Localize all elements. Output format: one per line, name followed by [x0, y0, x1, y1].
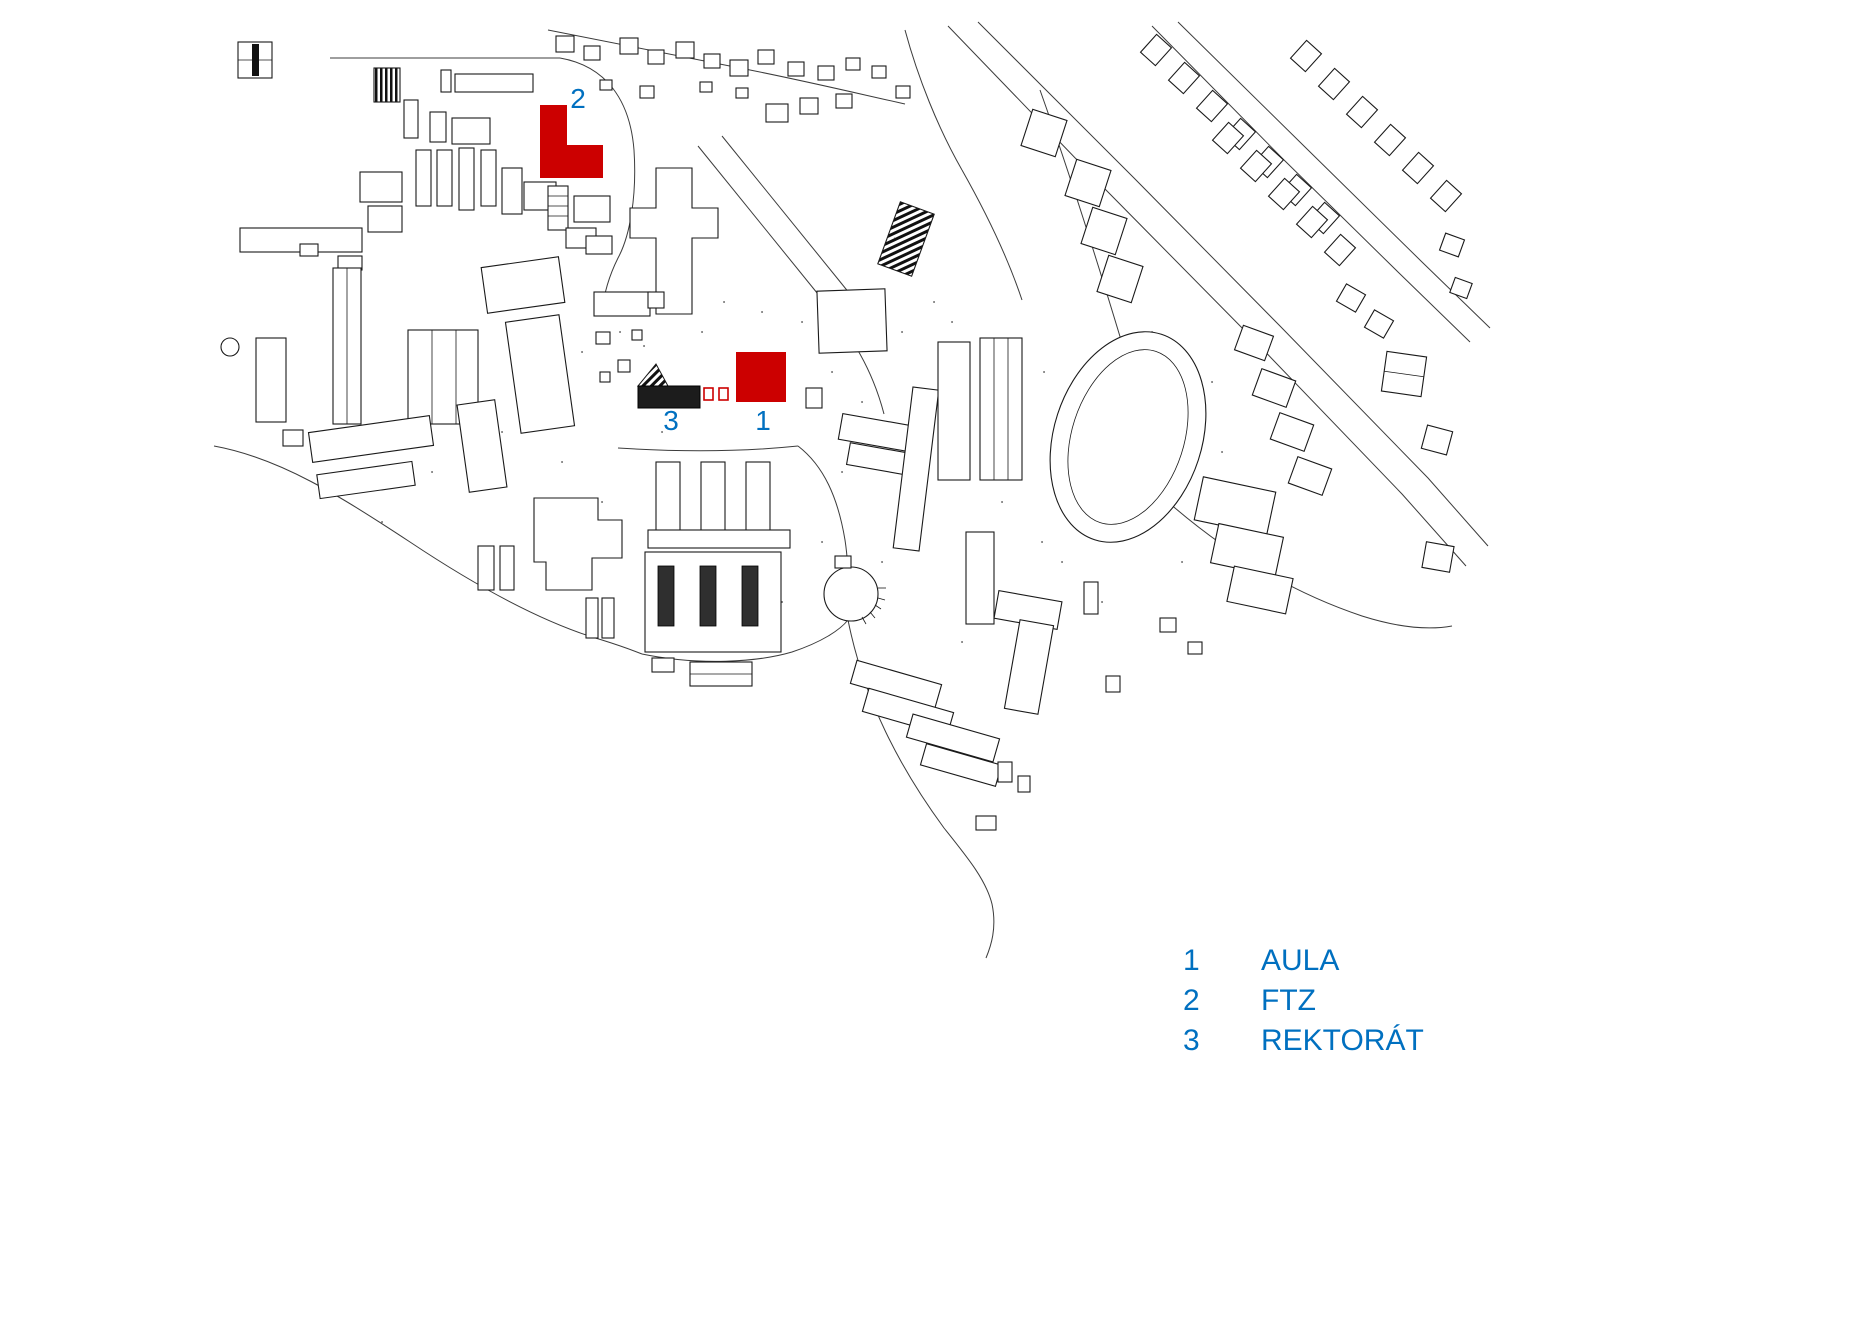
stadium-track	[1049, 331, 1207, 543]
map-marker-aula: 1	[755, 405, 771, 436]
legend-row-rektorat: 3 REKTORÁT	[1183, 1026, 1424, 1056]
roads-layer	[213, 21, 1491, 959]
legend-label: FTZ	[1261, 984, 1316, 1017]
legend-row-ftz: 2 FTZ	[1183, 986, 1424, 1016]
legend: 1 AULA 2 FTZ 3 REKTORÁT	[1183, 946, 1424, 1066]
building-rektorat-wing	[636, 363, 669, 387]
small-red-structure	[703, 387, 714, 401]
buildings-layer	[220, 35, 1121, 831]
map-marker-rektorat: 3	[663, 405, 679, 436]
legend-number: 1	[1183, 944, 1200, 977]
legend-label: AULA	[1261, 944, 1340, 977]
legend-number: 3	[1183, 1024, 1200, 1057]
highlighted-buildings	[540, 105, 786, 409]
map-marker-ftz: 2	[570, 83, 586, 114]
north-symbol	[237, 41, 273, 79]
residential-houses	[1020, 33, 1473, 655]
legend-number: 2	[1183, 984, 1200, 1017]
legend-label: REKTORÁT	[1261, 1024, 1424, 1057]
building-rektorat	[637, 385, 701, 409]
building-aula	[736, 352, 786, 402]
building-ftz	[540, 105, 603, 178]
map-markers: 2 3 1	[570, 83, 771, 436]
small-red-structure	[718, 387, 729, 401]
legend-row-aula: 1 AULA	[1183, 946, 1424, 976]
